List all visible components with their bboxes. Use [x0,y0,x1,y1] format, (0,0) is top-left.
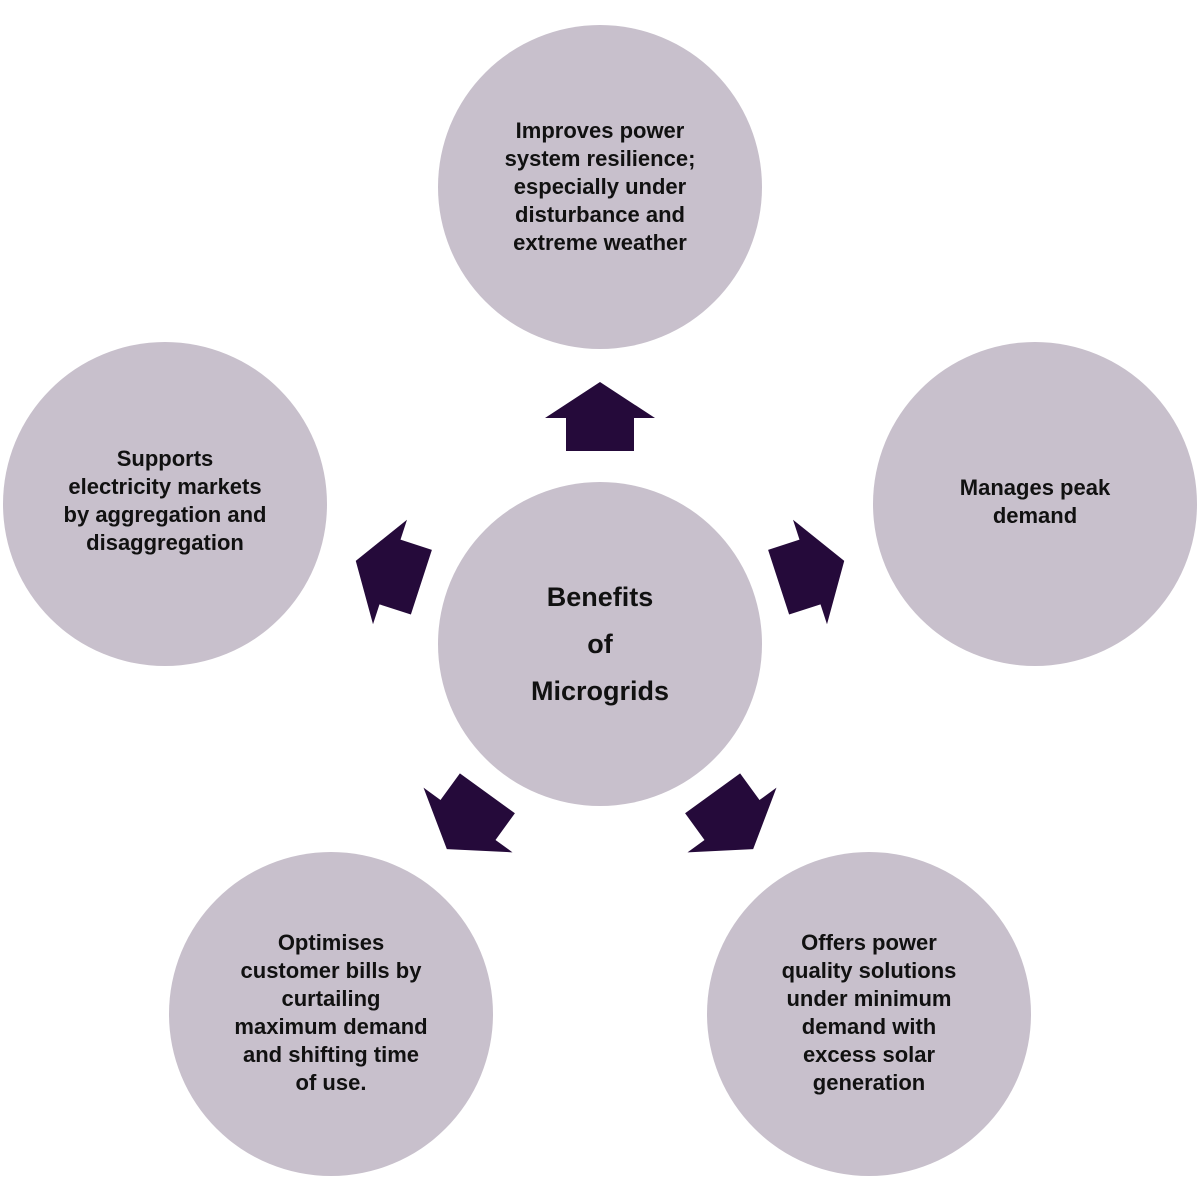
arrow-to-top [545,382,655,451]
benefit-node-resilience-label: Improves power system resilience; especi… [504,118,696,255]
center-node-label: Benefits of Microgrids [530,581,670,706]
arrow-to-bottom-left [423,773,515,853]
center-node: Benefits of Microgrids [438,482,762,806]
arrow-to-bottom-right [685,773,777,853]
benefit-node-electricity-markets: Supports electricity markets by aggregat… [3,342,327,666]
benefit-node-electricity-markets-label: Supports electricity markets by aggregat… [63,446,267,555]
benefit-node-power-quality: Offers power quality solutions under min… [707,852,1031,1176]
benefit-node-customer-bills-label: Optimises customer bills by curtailing m… [234,930,428,1095]
benefit-node-resilience: Improves power system resilience; especi… [438,25,762,349]
benefit-node-power-quality-label: Offers power quality solutions under min… [781,930,957,1095]
benefit-node-peak-demand-label: Manages peak demand [959,475,1111,528]
arrow-to-left [355,519,432,625]
benefit-node-peak-demand: Manages peak demand [873,342,1197,666]
arrow-to-right [768,519,845,625]
benefit-node-customer-bills: Optimises customer bills by curtailing m… [169,852,493,1176]
